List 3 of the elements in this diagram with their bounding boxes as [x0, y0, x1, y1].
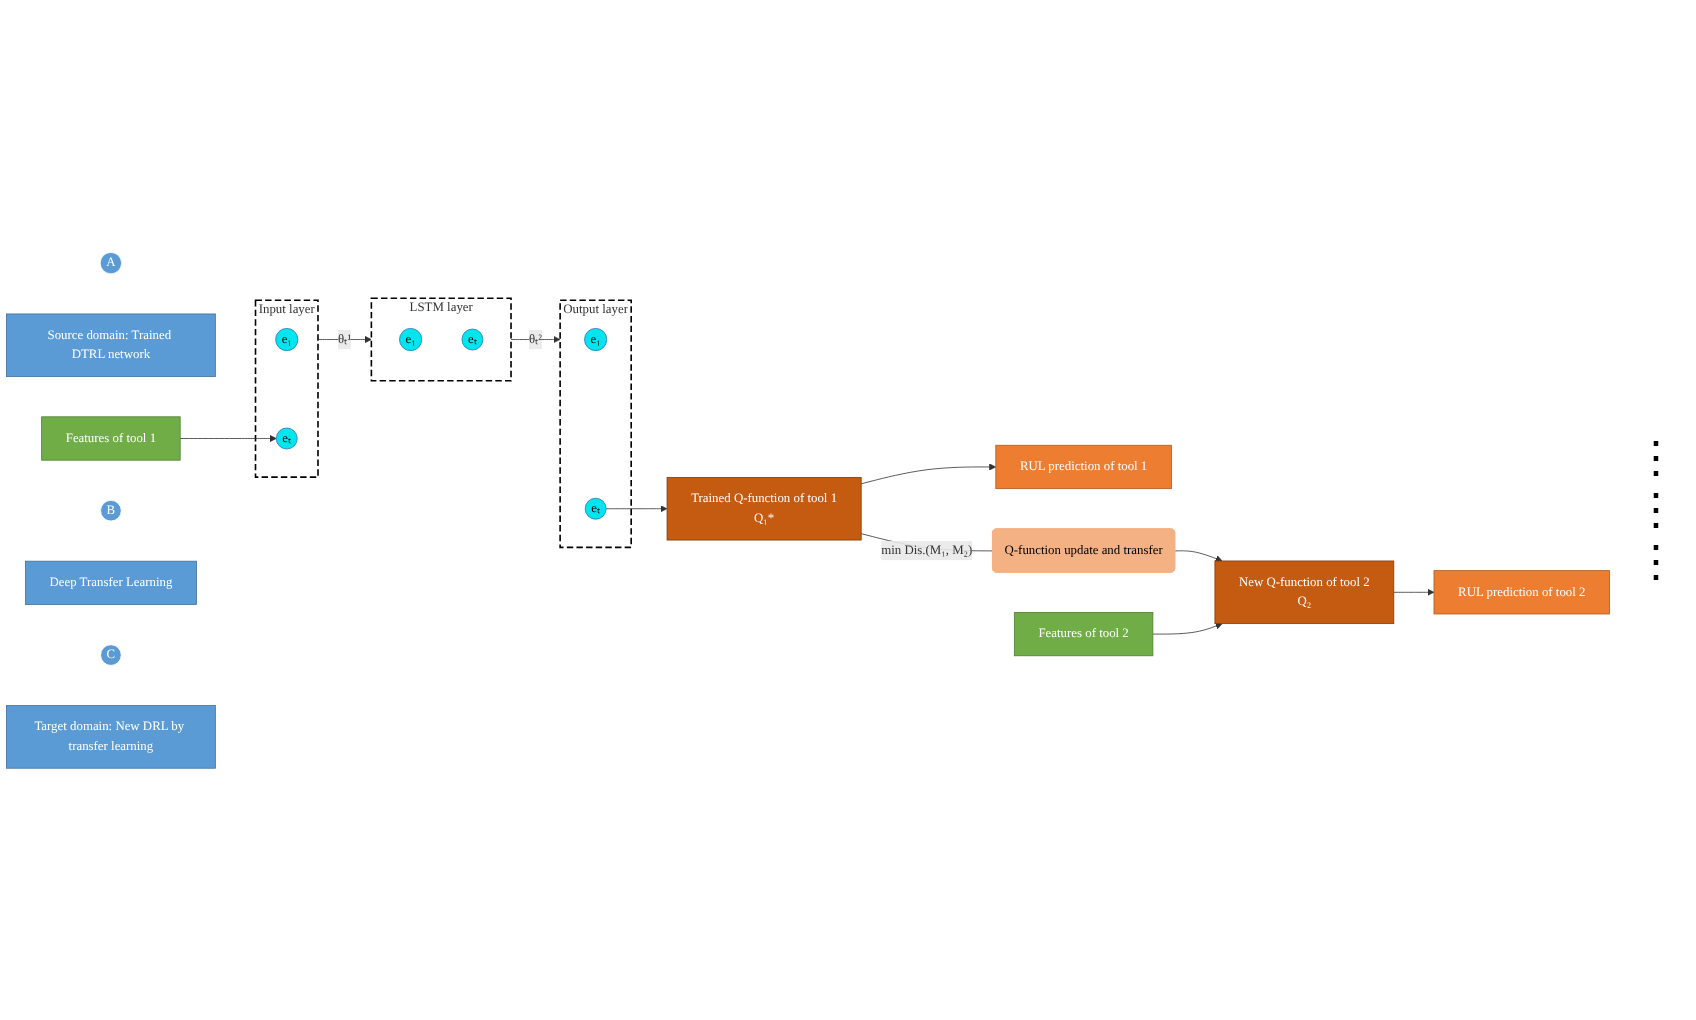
- vertical-ellipsis: ⋮: [1634, 432, 1678, 484]
- vertical-ellipsis: ⋮: [1634, 484, 1678, 536]
- vertical-ellipsis: ⋮: [1634, 536, 1678, 588]
